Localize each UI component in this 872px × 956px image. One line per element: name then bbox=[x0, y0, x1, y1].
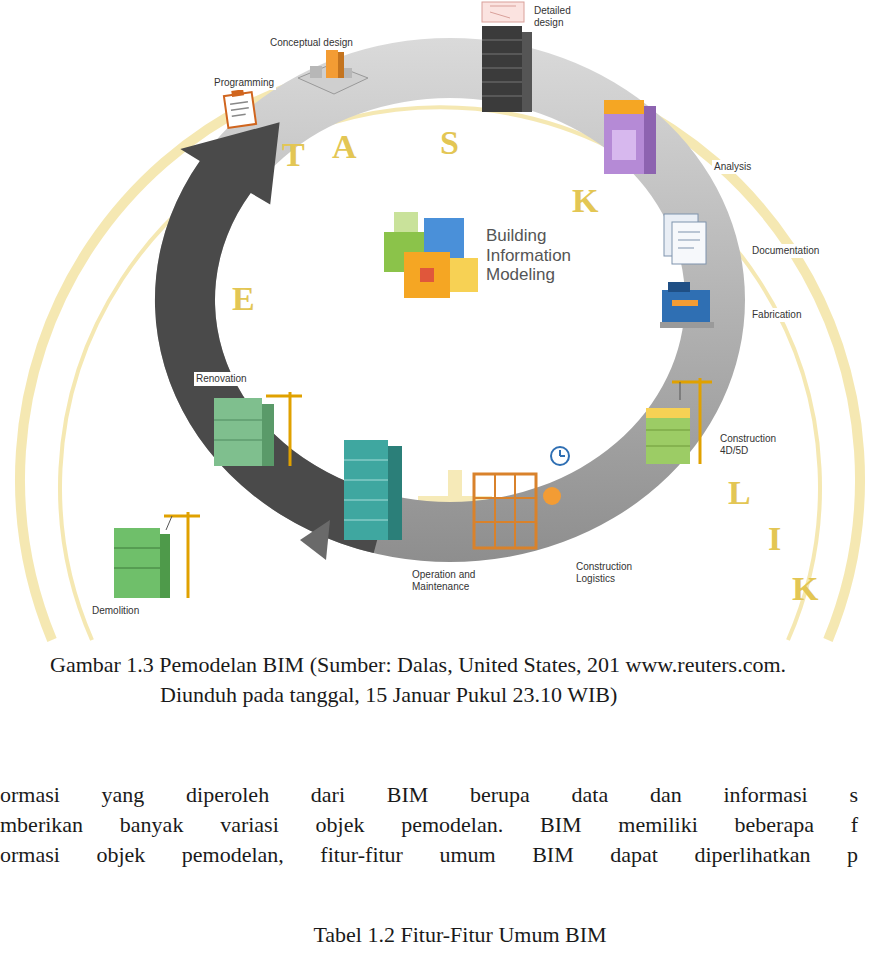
figure-caption: Gambar 1.3 Pemodelan BIM (Sumber: Dalas,… bbox=[50, 650, 864, 710]
fabrication-machine bbox=[660, 282, 714, 328]
logistics-building bbox=[474, 447, 569, 548]
operation-tower bbox=[344, 440, 402, 540]
concept-blocks bbox=[298, 48, 368, 94]
stage-label: Operation and Maintenance bbox=[410, 568, 484, 593]
watermark-letter: E bbox=[232, 282, 255, 316]
stage-label: Construction Logistics bbox=[574, 560, 640, 585]
return-arrow bbox=[155, 122, 389, 553]
watermark-letter: K bbox=[792, 572, 818, 606]
body-text: ormasi yang diperoleh dari BIM berupa da… bbox=[0, 782, 858, 807]
bim-cubes bbox=[384, 212, 478, 298]
stage-label: Construction 4D/5D bbox=[718, 432, 784, 457]
body-text: ormasi objek pemodelan, fitur-fitur umum… bbox=[0, 842, 858, 867]
stage-label: Documentation bbox=[750, 244, 821, 258]
stage-label: Detailed design bbox=[532, 4, 586, 29]
watermark-letter: A bbox=[332, 130, 357, 164]
stage-label: Programming bbox=[212, 76, 276, 90]
watermark-letter: K bbox=[572, 184, 598, 218]
table-caption: Tabel 1.2 Fitur-Fitur Umum BIM bbox=[313, 922, 606, 947]
watermark-letter: T bbox=[282, 138, 305, 172]
body-text: mberikan banyak variasi objek pemodelan.… bbox=[0, 812, 858, 837]
watermark-letter: L bbox=[728, 476, 751, 510]
demolition-building bbox=[114, 512, 200, 598]
stage-label: Analysis bbox=[712, 160, 753, 174]
stage-label: Conceptual design bbox=[268, 36, 355, 50]
renovation-building bbox=[214, 392, 302, 466]
stage-label: Renovation bbox=[194, 372, 249, 386]
analysis-building bbox=[604, 100, 656, 174]
construction-building bbox=[646, 378, 712, 464]
center-label: Building Information Modeling bbox=[486, 226, 586, 285]
detailed-building bbox=[482, 2, 532, 112]
watermark-letter: S bbox=[440, 126, 459, 160]
arrow-notch bbox=[300, 520, 330, 560]
watermark-letter: I bbox=[768, 522, 781, 556]
lifecycle-ring bbox=[155, 38, 745, 562]
clipboard-icon bbox=[224, 89, 256, 127]
document-sheets bbox=[664, 214, 706, 264]
stage-label: Demolition bbox=[90, 604, 141, 618]
stage-label: Fabrication bbox=[750, 308, 803, 322]
